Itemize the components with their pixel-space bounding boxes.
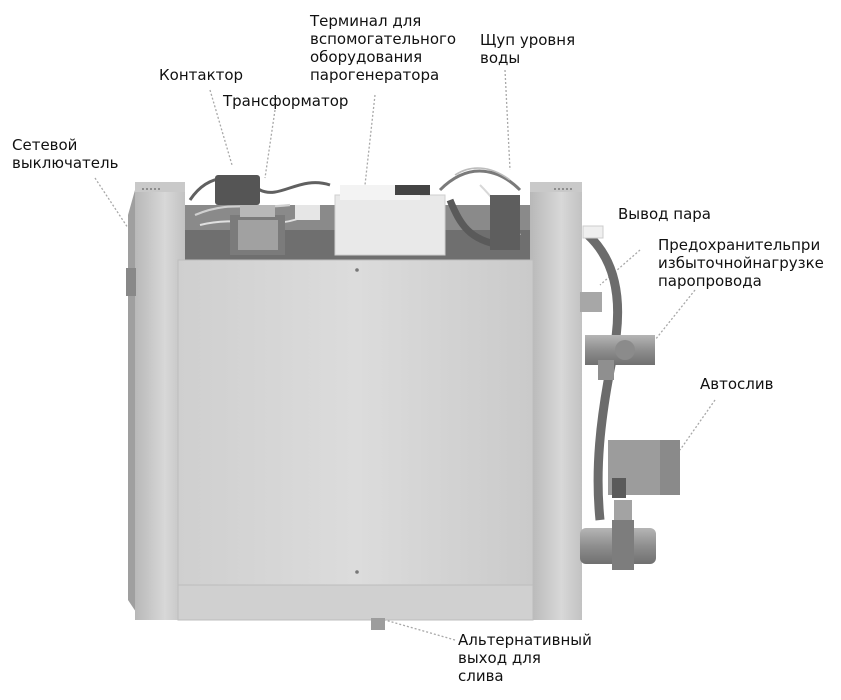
leader-autodrain [679,399,716,451]
leader-transformer [264,109,276,179]
switch-housing [126,268,136,296]
leader-steam-outlet [599,249,641,286]
label-aux-terminal: Терминал для вспомогательного оборудован… [310,12,457,84]
leader-water-probe [504,69,511,171]
internal-components [180,167,540,265]
alt-drain-outlet [371,618,385,630]
leader-alt-drain [384,619,456,641]
leader-aux-terminal [364,94,376,186]
label-steam-outlet: Вывод пара [618,205,712,223]
water-probe-unit [490,195,520,250]
label-transformer: Трансформатор [223,92,349,110]
plumbing [580,225,680,570]
leader-contactor [209,89,233,166]
label-main-switch: Сетевой выключатель [12,136,119,172]
left-post [135,185,185,620]
leader-fuse [654,289,696,341]
leader-main-switch [94,177,129,229]
right-post [530,185,582,620]
label-autodrain: Автослив [700,375,774,393]
front-panel [177,259,534,586]
steam-outlet-nipple [580,292,602,312]
aux-terminal-box [334,194,446,256]
base-strip [177,584,534,621]
label-alt-drain: Альтернативный выход для слива [458,631,592,685]
label-overpressure-fuse: Предохранительпри избыточнойнагрузке пар… [658,236,824,290]
label-contactor: Контактор [159,66,244,84]
leader-lines [94,69,716,641]
label-water-probe: Щуп уровня воды [480,31,576,67]
contactor-unit [215,175,260,205]
